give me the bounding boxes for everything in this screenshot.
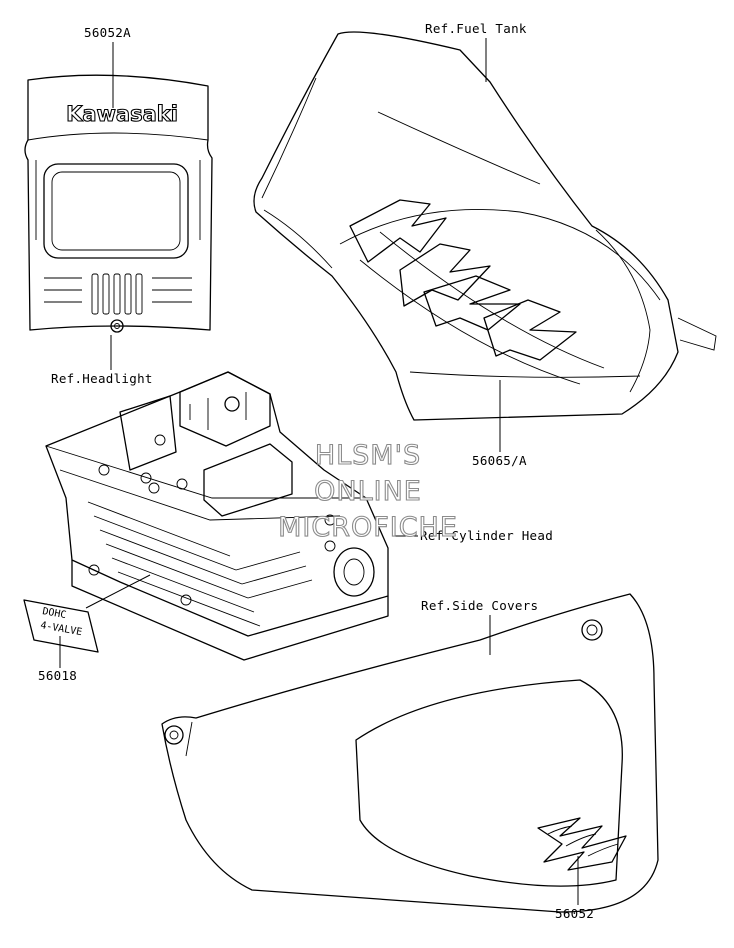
watermark-line1: HLSM'S [315,440,421,471]
fuel-tank-graphic-decal [349,199,605,385]
label-56052a: 56052A [84,25,131,40]
label-ref-side-covers: Ref.Side Covers [421,598,538,613]
side-cover-number-decal [537,817,627,871]
dohc-valve-label-decal: DOHC 4-VALVE [23,599,99,653]
cylinder-head-fins [87,501,313,627]
valve-decal-line2: 4-VALVE [39,620,82,638]
cam-towers [119,371,293,517]
label-56052: 56052 [555,906,594,921]
label-ref-fuel-tank: Ref.Fuel Tank [425,21,527,36]
label-56018: 56018 [38,668,77,683]
side-cover [161,593,659,913]
watermark-line2: ONLINE [314,476,422,507]
watermark-line3: MICROFICHE [278,512,458,543]
cylinder-head [45,371,389,661]
headlight-vent-slots [44,273,192,315]
headlight-brand-decal: Kawasaki [66,102,178,126]
fuel-tank [253,31,717,421]
cylinder-head-bolts [88,434,336,606]
label-ref-cylinder-head: Ref.Cylinder Head [420,528,553,543]
headlight-cover: Kawasaki [24,74,213,333]
microfiche-watermark: HLSM'S ONLINE MICROFICHE [278,439,458,543]
label-56065a: 56065/A [472,453,527,468]
label-ref-headlight: Ref.Headlight [51,371,153,386]
exhaust-port [333,547,375,597]
valve-decal-line1: DOHC [41,606,67,621]
